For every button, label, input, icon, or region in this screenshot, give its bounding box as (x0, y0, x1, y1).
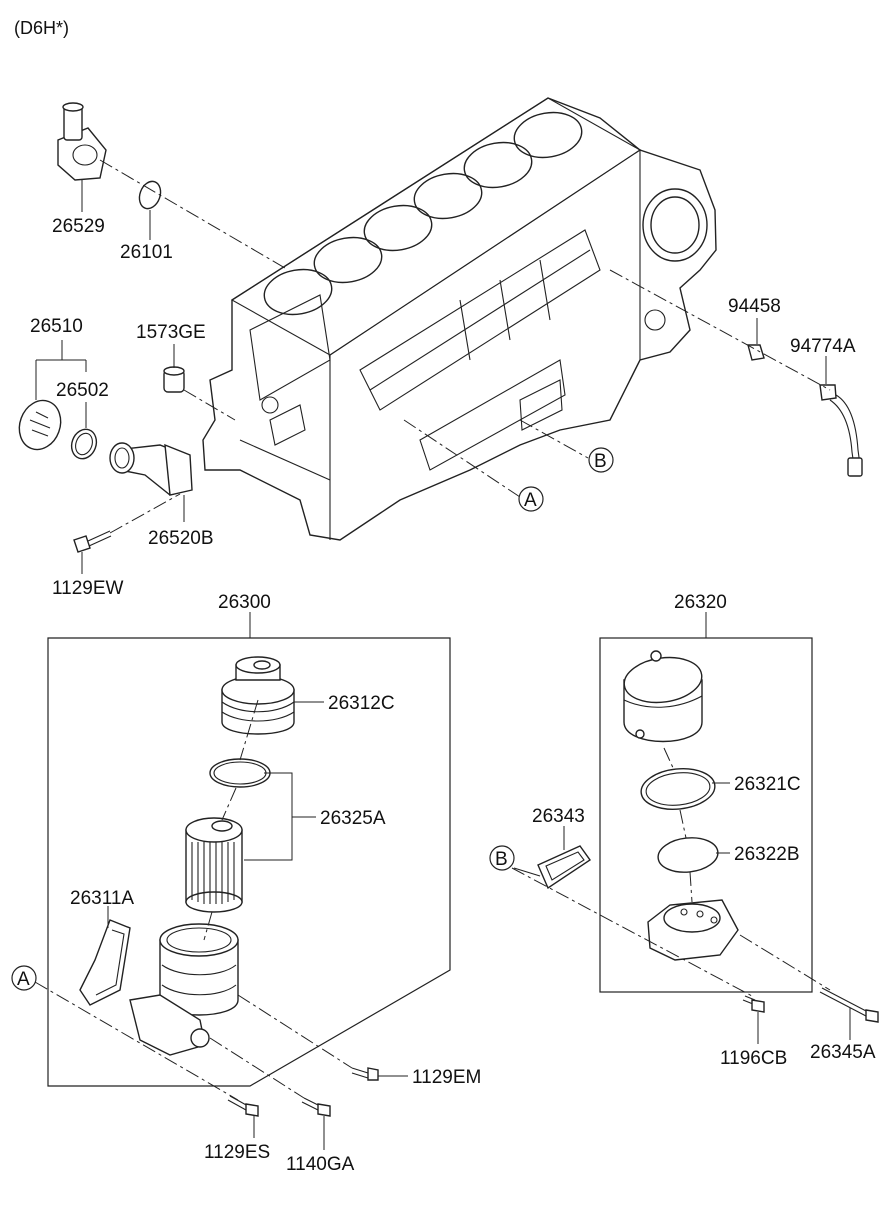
part-1573GE-plug (163, 366, 185, 393)
label-26300: 26300 (218, 592, 271, 613)
label-1140GA: 1140GA (286, 1154, 355, 1175)
part-26502-oring (70, 428, 98, 460)
part-26510-cap (18, 399, 62, 451)
model-code: (D6H*) (14, 18, 69, 38)
part-94458-fitting (747, 344, 765, 361)
ref-a-circle-top (518, 486, 544, 512)
label-26312C: 26312C (328, 693, 395, 714)
label-94458: 94458 (728, 296, 781, 317)
part-26345A-bolt (819, 987, 879, 1023)
ref-a-circle-bottom (11, 965, 37, 991)
part-1196CB-bolt (742, 995, 765, 1013)
part-26520B-pipe (109, 442, 193, 496)
ref-b-bottom: B (495, 849, 508, 870)
part-26325A-oring (209, 758, 271, 788)
label-1129EM: 1129EM (412, 1067, 481, 1088)
part-1140GA-bolt (301, 1097, 331, 1117)
label-26325A: 26325A (320, 808, 386, 829)
label-26510: 26510 (30, 316, 83, 337)
part-26325A-element (185, 817, 243, 913)
label-1129EW: 1129EW (52, 578, 124, 599)
ref-a-top: A (524, 490, 537, 511)
label-26322B: 26322B (734, 844, 800, 865)
label-26321C: 26321C (734, 774, 801, 795)
part-26300-housing (129, 923, 239, 1056)
label-26520B: 26520B (148, 528, 214, 549)
ref-a-bottom: A (17, 969, 30, 990)
ref-b-circle-bottom (489, 845, 515, 871)
part-1129ES-bolt (227, 1095, 259, 1117)
part-94774A-pipe (819, 384, 863, 477)
part-1129EW-bolt (73, 530, 112, 553)
label-1573GE: 1573GE (136, 322, 206, 343)
part-26101-gasket (138, 180, 162, 210)
ref-b-top: B (594, 451, 607, 472)
label-26101: 26101 (120, 242, 173, 263)
part-26320-cover (623, 650, 703, 743)
label-94774A: 94774A (790, 336, 856, 357)
part-26312C-cap (221, 656, 295, 735)
part-26321C-gasket (640, 768, 716, 810)
part-26322B-plate (657, 837, 719, 873)
label-26345A: 26345A (810, 1042, 876, 1063)
label-1129ES: 1129ES (204, 1142, 270, 1163)
group-26300-box (47, 637, 451, 1087)
label-26311A: 26311A (70, 888, 134, 909)
label-26529: 26529 (52, 216, 105, 237)
label-26343: 26343 (532, 806, 585, 827)
label-26320: 26320 (674, 592, 727, 613)
part-1129EM-bolt (351, 1067, 379, 1081)
part-26343-gasket (537, 845, 591, 890)
cylinder-block (202, 97, 717, 541)
ref-b-circle-top (588, 447, 614, 473)
label-26502: 26502 (56, 380, 109, 401)
part-26311A-gasket (79, 919, 131, 1006)
label-1196CB: 1196CB (720, 1048, 787, 1069)
part-26529-outlet (57, 102, 107, 181)
part-26320-base (647, 899, 739, 961)
